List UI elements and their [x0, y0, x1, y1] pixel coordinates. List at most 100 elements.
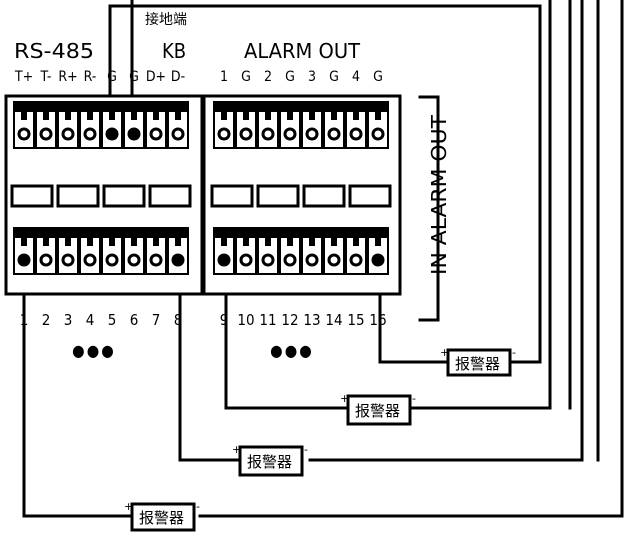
- terminal-screw-head: [17, 127, 31, 141]
- terminal-cap: [14, 228, 34, 238]
- terminal-tab: [243, 238, 249, 246]
- terminal-screw: [123, 101, 145, 149]
- terminal-screw: [145, 101, 167, 149]
- label-strip: [210, 184, 254, 208]
- terminal-tab: [175, 112, 181, 120]
- top-pin-label: G: [241, 69, 251, 85]
- terminal-cap: [124, 102, 144, 112]
- terminal-tab: [153, 112, 159, 120]
- top-pin-label: 1: [220, 69, 228, 85]
- terminal-cap: [80, 102, 100, 112]
- terminal-screw-head: [171, 127, 185, 141]
- alarm-plus-sign: +: [124, 500, 133, 513]
- terminal-screw: [213, 101, 235, 149]
- alarm-minus-sign: -: [196, 500, 200, 513]
- terminal-cap: [146, 228, 166, 238]
- bottom-pin-label: 7: [152, 311, 161, 329]
- terminal-tab: [175, 238, 181, 246]
- terminal-screw: [279, 227, 301, 275]
- terminal-screw: [123, 227, 145, 275]
- terminal-cap: [124, 228, 144, 238]
- alarm-box-frame: [130, 502, 196, 532]
- terminal-screw: [367, 227, 389, 275]
- terminal-tab: [65, 112, 71, 120]
- terminal-screw: [301, 227, 323, 275]
- wired-screw-head: [173, 255, 183, 265]
- terminal-cap: [368, 102, 388, 112]
- terminal-tab: [153, 238, 159, 246]
- terminal-screw: [79, 101, 101, 149]
- terminal-screw-head: [261, 127, 275, 141]
- terminal-screw: [367, 101, 389, 149]
- terminal-cap: [58, 228, 78, 238]
- bottom-pin-label: 15: [347, 311, 364, 329]
- terminal-screw: [57, 227, 79, 275]
- ground-label: 接地端: [145, 11, 187, 28]
- terminal-cap: [258, 228, 278, 238]
- terminal-screw: [301, 101, 323, 149]
- terminal-cap: [36, 228, 56, 238]
- terminal-screw: [235, 227, 257, 275]
- terminal-tab: [21, 238, 27, 246]
- terminal-screw-head: [83, 127, 97, 141]
- terminal-screw: [145, 227, 167, 275]
- terminal-cap: [214, 102, 234, 112]
- bottom-pin-label: 3: [64, 311, 73, 329]
- terminal-tab: [265, 238, 271, 246]
- terminal-tab: [43, 238, 49, 246]
- terminal-screw: [323, 227, 345, 275]
- dots-left: ●●●: [72, 341, 116, 360]
- terminal-cap: [168, 102, 188, 112]
- terminal-tab: [43, 112, 49, 120]
- alarm-plus-sign: +: [440, 346, 449, 359]
- alarm-box: 报警器 + -: [340, 392, 416, 426]
- terminal-screw-head: [283, 127, 297, 141]
- terminal-cap: [280, 228, 300, 238]
- top-pin-label: G: [373, 69, 383, 85]
- terminal-tab: [331, 112, 337, 120]
- wire-terminal-1: [22, 260, 134, 518]
- terminal-tab: [309, 238, 315, 246]
- bottom-pin-label: 11: [259, 311, 276, 329]
- alarm-box: 报警器 + -: [232, 443, 308, 477]
- bottom-pin-label: 6: [130, 311, 139, 329]
- terminal-tab: [309, 112, 315, 120]
- terminal-tab: [21, 112, 27, 120]
- terminal-screw-head: [61, 253, 75, 267]
- alarm-minus-sign: -: [304, 443, 308, 456]
- alarm-minus-sign: -: [512, 346, 516, 359]
- terminal-cap: [58, 102, 78, 112]
- top-pin-label: D+: [146, 69, 166, 85]
- alarm-out-wire-4: [198, 0, 624, 518]
- wire-terminal-8: [178, 260, 242, 462]
- terminal-cap: [324, 228, 344, 238]
- top-pin-label: G: [129, 69, 139, 85]
- alarm-label: 报警器: [139, 509, 184, 527]
- terminal-cap: [280, 102, 300, 112]
- terminal-cap: [102, 228, 122, 238]
- kb-label: KB: [162, 39, 186, 63]
- top-pin-label: R-: [84, 69, 97, 85]
- terminal-cap: [236, 228, 256, 238]
- dots-right: ●●●: [270, 341, 314, 360]
- terminal-screw: [323, 101, 345, 149]
- label-strip: [102, 184, 146, 208]
- terminal-tab: [375, 238, 381, 246]
- top-pin-label: G: [285, 69, 295, 85]
- alarm-box-frame: [238, 445, 304, 477]
- terminal-screw: [167, 227, 189, 275]
- wired-screw-head: [219, 255, 229, 265]
- top-pin-label: 4: [352, 69, 360, 85]
- terminal-tab: [109, 238, 115, 246]
- label-strip: [256, 184, 300, 208]
- top-pin-label: R+: [58, 69, 77, 85]
- terminal-tab: [131, 238, 137, 246]
- terminal-screw-head: [239, 253, 253, 267]
- terminal-screw: [257, 101, 279, 149]
- label-strip: [148, 184, 192, 208]
- wire-terminal-9: [224, 260, 350, 410]
- terminals: [10, 101, 392, 275]
- terminal-tab: [287, 238, 293, 246]
- terminal-cap: [236, 102, 256, 112]
